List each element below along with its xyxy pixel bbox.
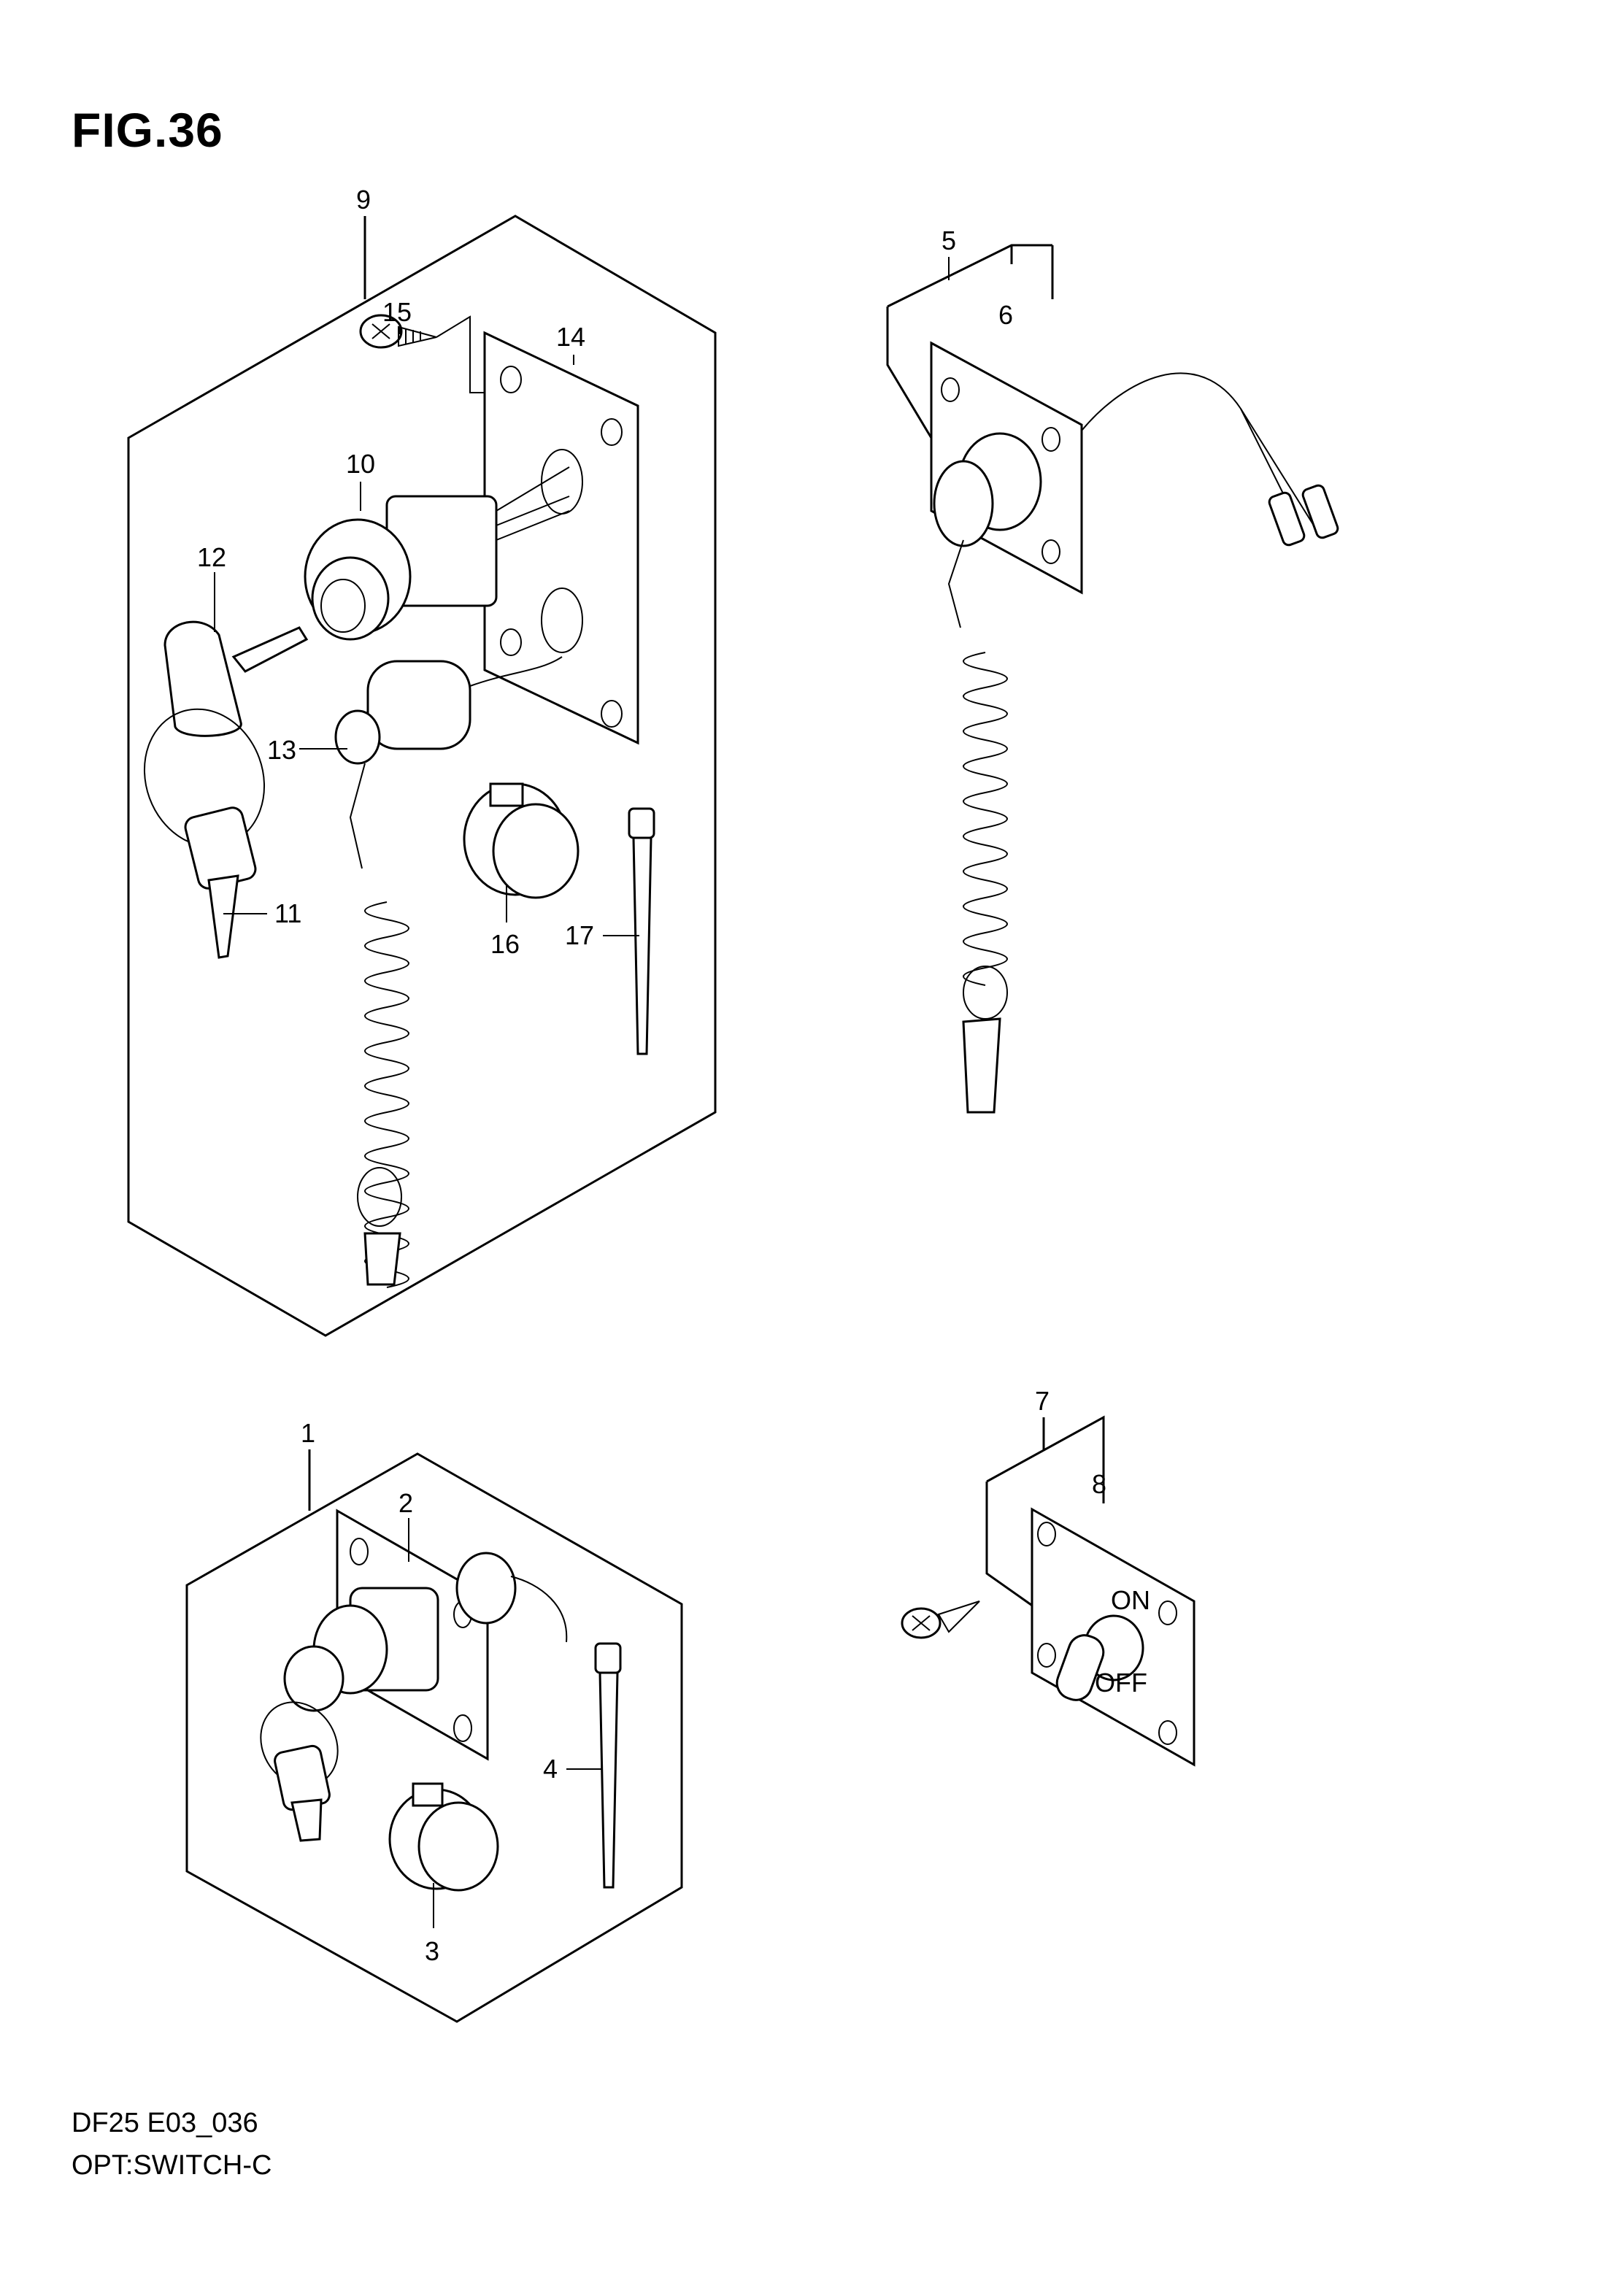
key-11 <box>184 806 257 959</box>
callout-8: 8 <box>1092 1469 1106 1499</box>
callout-6: 6 <box>998 300 1013 330</box>
ignition-panel-14 <box>483 331 639 745</box>
screw-15 <box>359 314 437 349</box>
coiled-lanyard-left <box>357 901 409 1288</box>
switch-on-label: ON <box>1111 1585 1150 1615</box>
stop-switch-13 <box>334 656 563 869</box>
switch-off-label: OFF <box>1095 1668 1147 1698</box>
toggle-panel-8: ON OFF <box>1031 1507 1195 1767</box>
key-12 <box>143 620 309 848</box>
callout-16: 16 <box>490 929 520 959</box>
callout-9: 9 <box>356 185 371 215</box>
group-5-6-frame <box>886 244 1054 468</box>
callout-14: 14 <box>556 322 585 352</box>
footer-section-name: OPT:SWITCH-C <box>72 2150 272 2181</box>
callout-12: 12 <box>197 542 226 572</box>
cap-16 <box>463 782 580 899</box>
callout-13: 13 <box>267 735 296 765</box>
cap-3 <box>388 1782 499 1892</box>
coiled-lanyard-right <box>947 539 1008 1114</box>
group-9-box <box>127 215 717 1337</box>
callout-3: 3 <box>425 1936 439 1966</box>
group-9-leaders <box>214 324 639 936</box>
callout-7: 7 <box>1035 1386 1050 1416</box>
ignition-switch-group-1 <box>260 1587 439 1842</box>
callout-4: 4 <box>543 1754 558 1784</box>
footer-model-code: DF25 E03_036 <box>72 2108 258 2138</box>
figure-title: FIG.36 <box>72 103 223 157</box>
cable-tie-4 <box>594 1642 622 1889</box>
callout-17: 17 <box>565 920 594 950</box>
stop-switch-panel-6 <box>930 341 1339 595</box>
callout-1: 1 <box>301 1418 315 1448</box>
screw-group-7 <box>901 1600 980 1639</box>
callout-5: 5 <box>942 226 956 255</box>
group-1-leaders <box>408 1518 603 1928</box>
callout-10: 10 <box>346 449 375 479</box>
ignition-switch-10 <box>304 466 570 641</box>
callout-2: 2 <box>398 1488 413 1518</box>
callout-11: 11 <box>274 898 301 928</box>
callout-15: 15 <box>382 297 412 327</box>
group-1-box <box>185 1449 683 2023</box>
cable-tie-17 <box>628 807 655 1055</box>
